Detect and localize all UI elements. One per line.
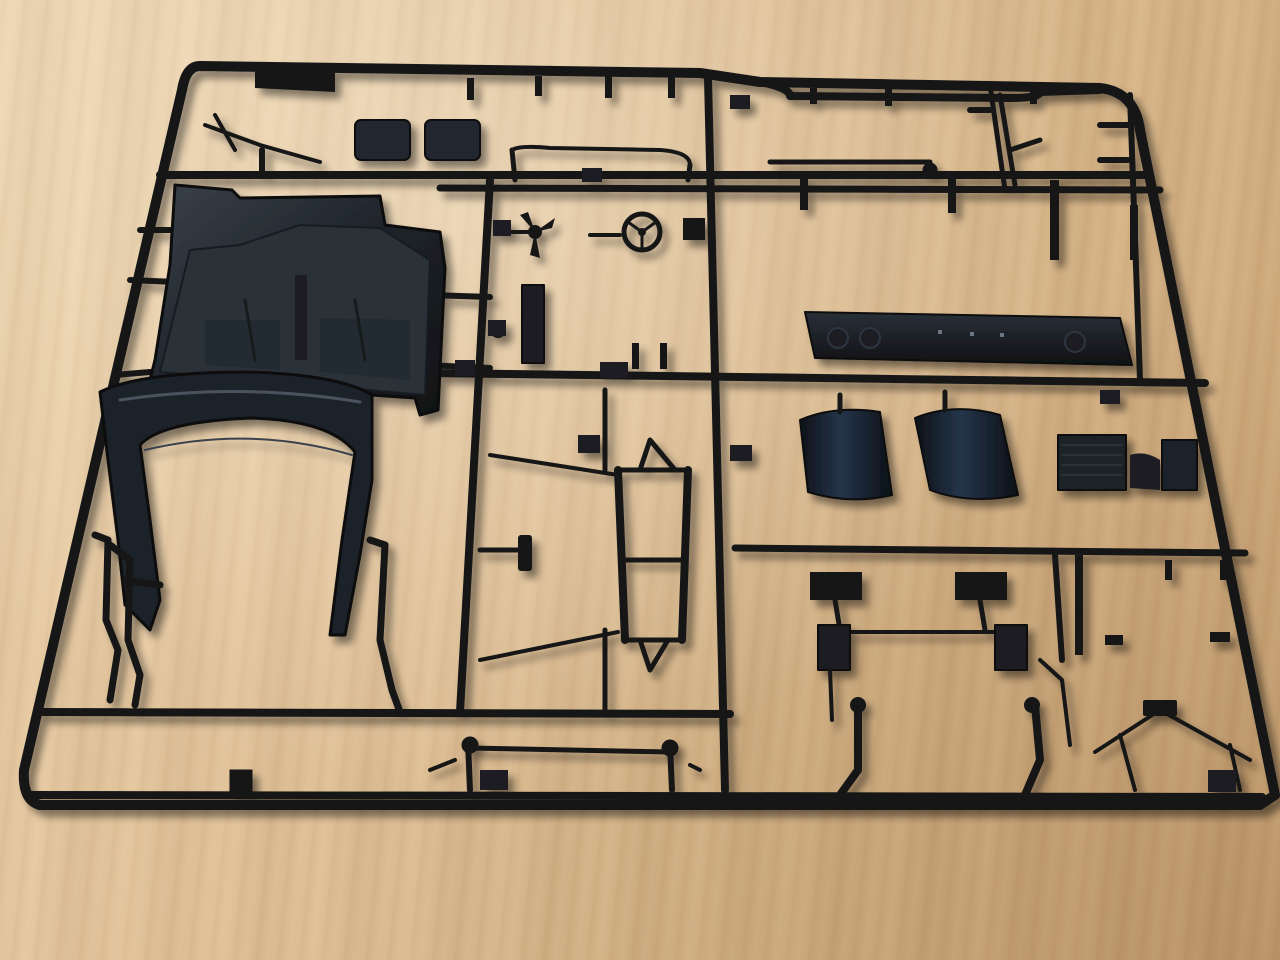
radiator-grille-part bbox=[1057, 434, 1198, 491]
steering-wheel-part bbox=[588, 211, 705, 253]
chassis-frame-part bbox=[478, 387, 692, 715]
frame-top-right-step bbox=[756, 78, 1104, 102]
bottom-axle-part bbox=[229, 736, 702, 793]
frame-top-notch bbox=[255, 66, 335, 92]
bumper-plate-part bbox=[804, 311, 1133, 366]
seat-part-left bbox=[354, 119, 411, 161]
tow-bracket-part bbox=[1093, 700, 1252, 792]
upper-right-rods bbox=[767, 92, 1131, 188]
dashboard-cowl-part bbox=[98, 370, 374, 637]
lower-right-parts bbox=[810, 572, 1072, 799]
sprue-outer-frame bbox=[18, 61, 1280, 810]
runner-pegs bbox=[467, 76, 1230, 655]
part-number-tabs bbox=[455, 95, 1236, 792]
horizontal-runners bbox=[26, 171, 1266, 801]
small-clamp-part bbox=[477, 535, 532, 571]
left-fender-part bbox=[799, 392, 893, 501]
left-bent-rods bbox=[91, 531, 404, 716]
small-parts-top-left bbox=[203, 113, 693, 183]
fan-part bbox=[498, 212, 555, 258]
interior-tub-part bbox=[148, 183, 447, 417]
seat-back-part bbox=[521, 284, 545, 364]
seat-part-right bbox=[424, 119, 481, 161]
right-fender-part bbox=[914, 389, 1019, 500]
